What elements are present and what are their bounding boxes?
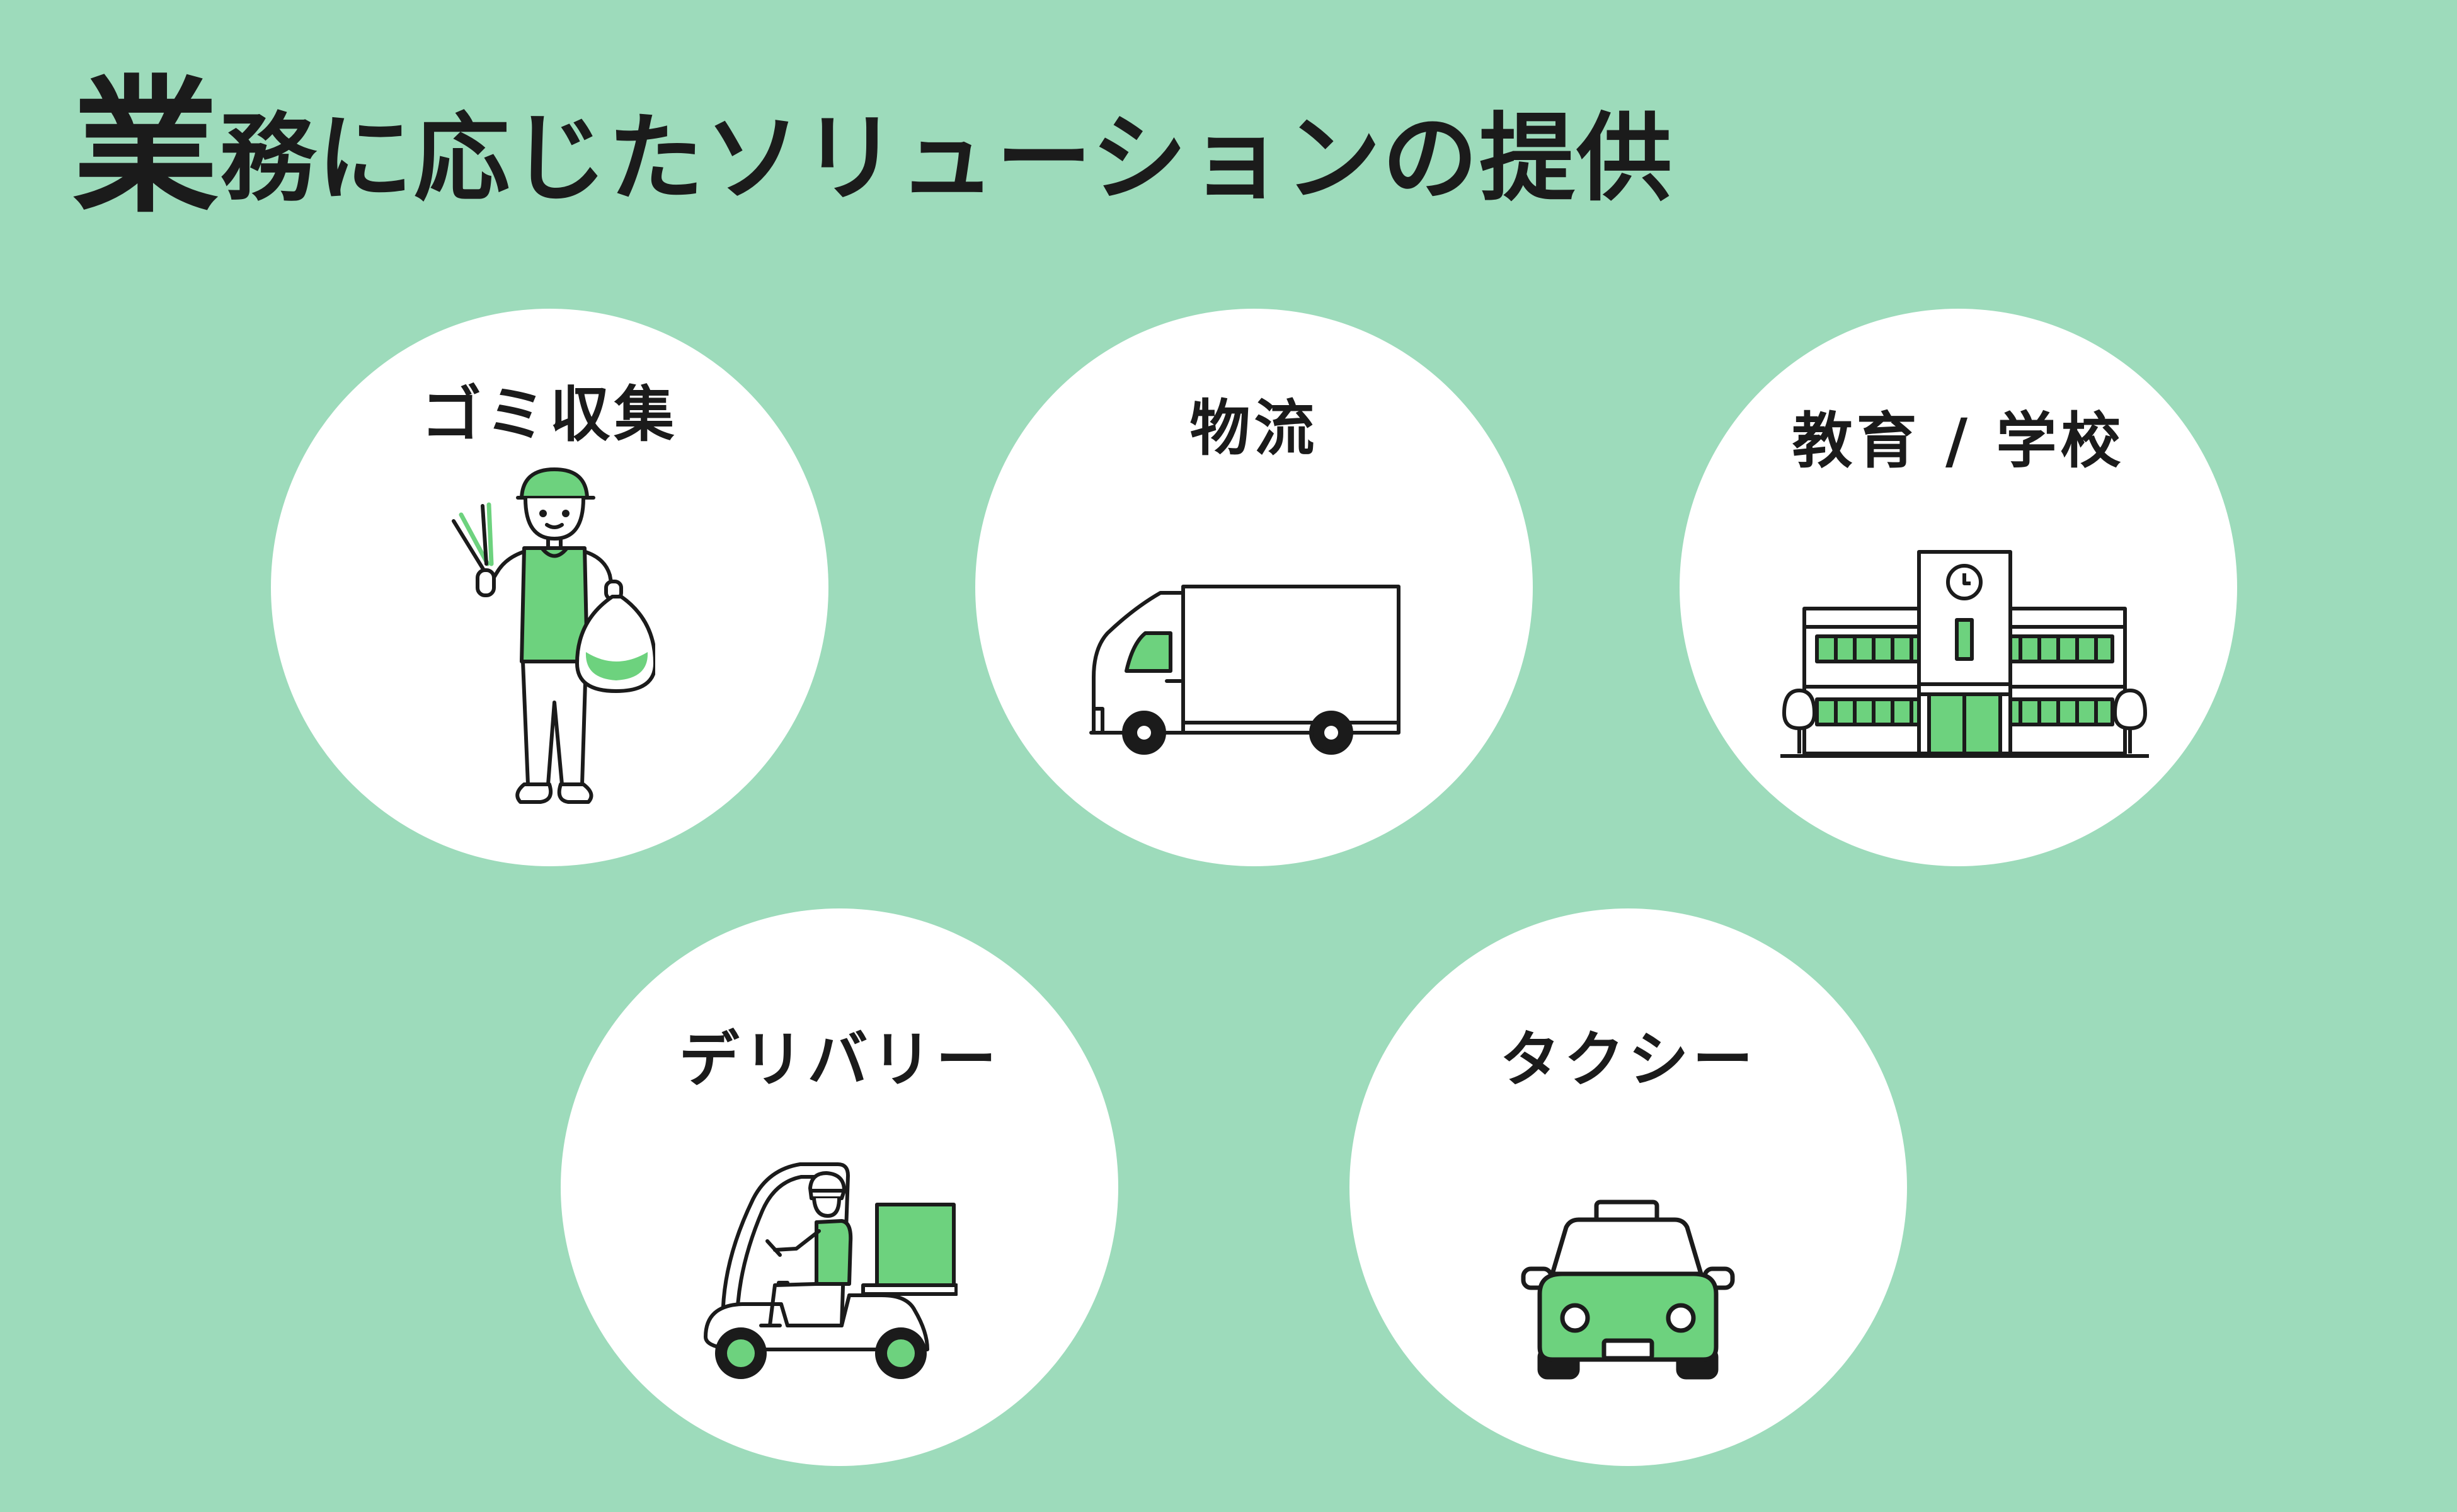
solution-card-garbage-collection: ゴミ収集 — [271, 309, 828, 866]
delivery-truck-icon — [1089, 585, 1400, 755]
page-title-first-char: 業 — [72, 62, 220, 232]
school-building-icon — [1780, 550, 2149, 758]
card-label: 教育 / 学校 — [1792, 406, 2125, 476]
card-label: 物流 — [1189, 393, 1319, 464]
card-label: デリバリー — [679, 1024, 1000, 1095]
page-title: 業務に応じたソリューションの提供 — [72, 60, 1673, 235]
delivery-scooter-icon — [704, 1162, 958, 1379]
card-label: タクシー — [1499, 1024, 1757, 1095]
taxi-icon — [1521, 1200, 1735, 1380]
page-title-rest: 務に応じたソリューションの提供 — [220, 103, 1673, 214]
solution-card-education-school: 教育 / 学校 — [1680, 309, 2237, 866]
solution-card-delivery: デリバリー — [561, 908, 1118, 1466]
solution-card-logistics: 物流 — [975, 309, 1533, 866]
solution-card-taxi: タクシー — [1349, 908, 1907, 1466]
card-label: ゴミ収集 — [421, 379, 679, 450]
garbage-collector-icon — [452, 467, 655, 804]
